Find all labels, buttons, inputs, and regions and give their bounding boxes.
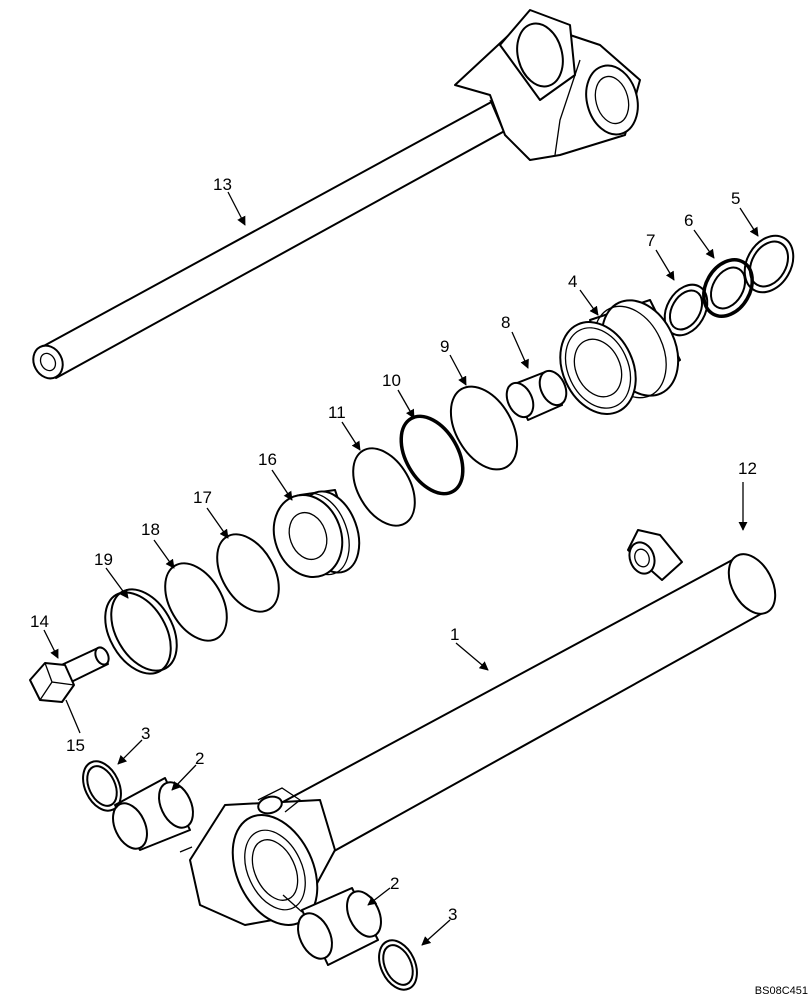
callout-6: 6 [684,211,693,230]
gland [559,299,681,415]
piston-rod-with-eye [32,9,641,380]
callout-2-upper: 2 [195,749,204,768]
callout-10: 10 [382,371,401,390]
callout-7: 7 [646,231,655,250]
wiper-seal [743,234,795,294]
o-ring-9 [449,385,519,471]
callout-3-upper: 3 [141,724,150,743]
callout-15: 15 [66,736,85,755]
callout-5: 5 [731,189,740,208]
o-ring-11 [352,447,416,527]
leader-lines [43,191,759,946]
callout-16: 16 [258,450,277,469]
callout-1: 1 [450,625,459,644]
rod-seal [702,258,754,318]
piston [272,489,361,579]
callout-3-lower: 3 [448,905,457,924]
callout-19: 19 [94,550,113,569]
wear-band [104,588,178,675]
callout-8: 8 [501,313,510,332]
bushing-upper [112,777,194,851]
callout-11: 11 [328,403,346,422]
cylinder-barrel [189,529,777,926]
callout-2-lower: 2 [390,874,399,893]
callout-17: 17 [193,488,212,507]
bushing-lower [297,887,382,966]
retaining-ring-lower [378,939,418,991]
callout-14: 14 [30,612,49,631]
callout-18: 18 [141,520,160,539]
seal-ring-18 [164,562,228,642]
callout-9: 9 [440,337,449,356]
bolt [29,646,110,703]
retaining-ring-upper [82,760,122,812]
callout-12: 12 [738,459,757,478]
reference-code: BS08C451 [755,985,808,997]
backup-ring-10 [399,414,465,496]
callout-4: 4 [568,272,577,291]
bushing [505,369,568,421]
callout-13: 13 [213,175,232,194]
